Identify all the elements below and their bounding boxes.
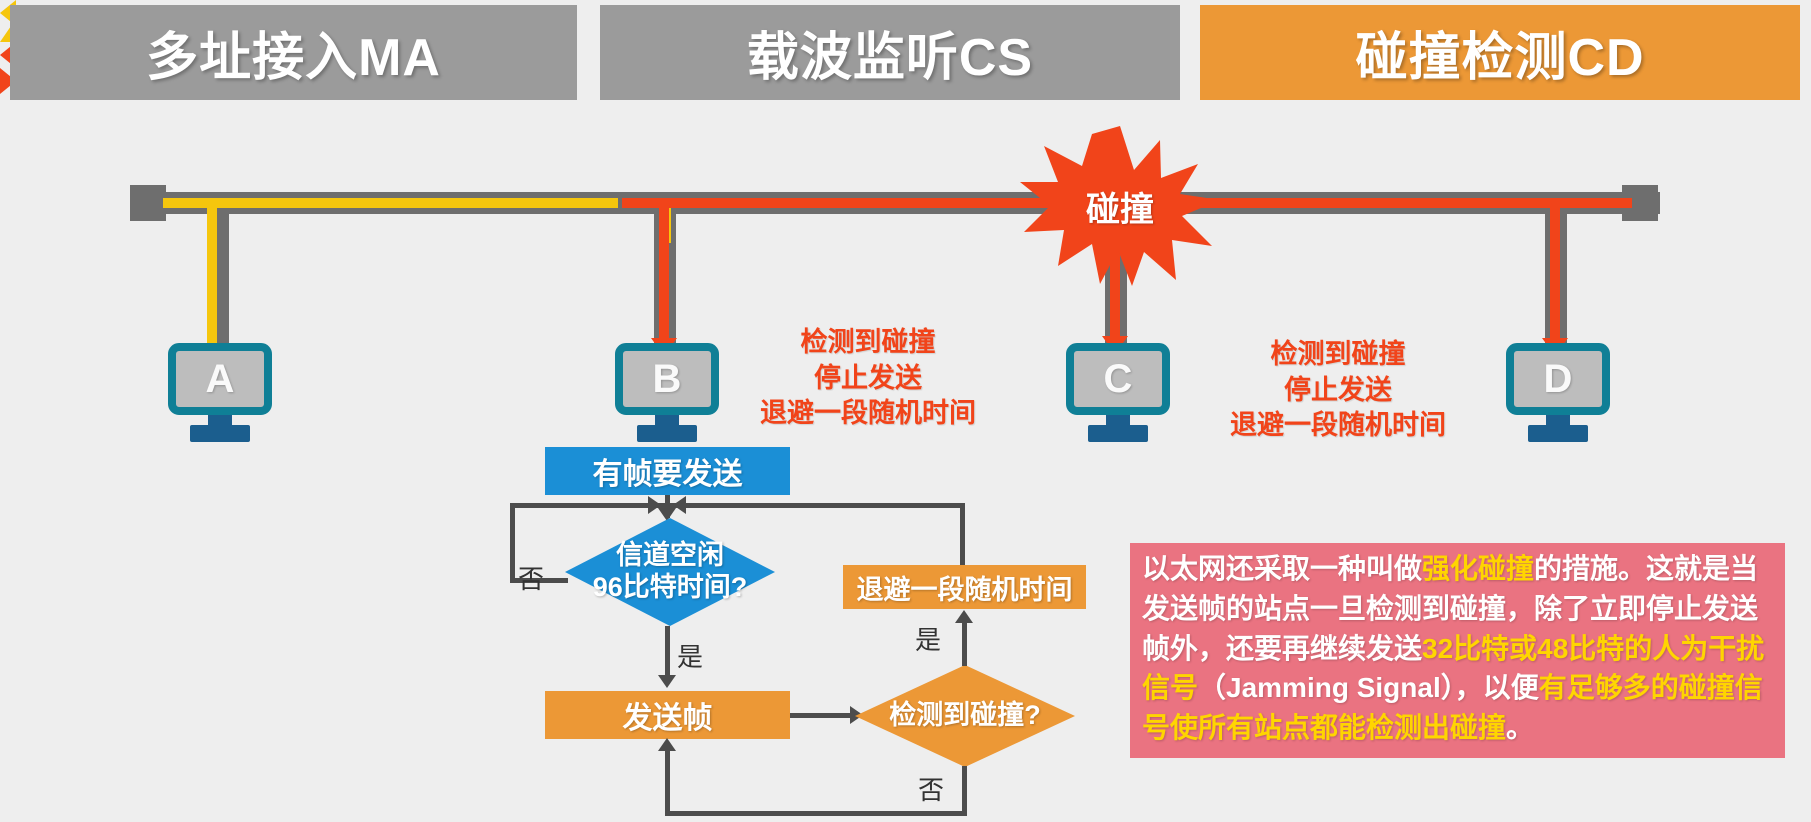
flow-arrow-sendframe-detect-icon [850, 706, 863, 724]
flow-edge-detect-no-v [962, 766, 967, 816]
flow-arrow-into-idle-icon [658, 508, 676, 521]
info-box: 以太网还采取一种叫做强化碰撞的措施。这就是当发送帧的站点一旦检测到碰撞，除了立即… [1130, 543, 1785, 758]
computer-d-neck [1546, 415, 1570, 427]
flow-label-detect-yes: 是 [915, 625, 942, 655]
info-seg-4: （Jamming Signal），以便 [1198, 672, 1539, 704]
flow-node-detect-collision[interactable]: 检测到碰撞? [855, 665, 1075, 767]
flow-edge-left-return-h [510, 503, 670, 508]
flow-node-channel-idle-text: 信道空闲 96比特时间? [565, 518, 775, 626]
collision-label: 碰撞 [1086, 190, 1154, 229]
flow-label-idle-yes: 是 [677, 642, 704, 672]
annotation-right-line1: 检测到碰撞 [1270, 339, 1406, 369]
red-signal-vertical-d [1550, 200, 1560, 342]
flow-arrow-left-return-icon [648, 496, 661, 514]
computer-b[interactable]: B [615, 343, 719, 443]
computer-d[interactable]: D [1506, 343, 1610, 443]
header-bar-cs: 载波监听CS [600, 5, 1180, 100]
computer-c-neck [1106, 415, 1130, 427]
flow-edge-detect-no-up [665, 748, 670, 813]
flow-node-detect-collision-text: 检测到碰撞? [855, 665, 1075, 767]
info-seg-0: 以太网还采取一种叫做 [1142, 553, 1423, 584]
red-signal-horizontal-left [622, 198, 1142, 208]
computer-c-base [1088, 425, 1148, 442]
flow-arrow-detect-no-icon [658, 738, 676, 751]
diamond-shape-icon [565, 518, 775, 626]
flow-node-send-frame[interactable]: 发送帧 [545, 691, 790, 739]
annotation-right: 检测到碰撞 停止发送 退避一段随机时间 [1230, 337, 1446, 444]
annotation-left-line2: 停止发送 [814, 362, 922, 393]
computer-d-screen: D [1506, 343, 1610, 415]
header-bar-cd: 碰撞检测CD [1200, 5, 1800, 100]
flow-arrow-right-return-icon [673, 496, 686, 514]
computer-b-base [637, 425, 697, 442]
diamond-shape-detect-icon [855, 665, 1075, 767]
info-seg-6: 。 [1506, 712, 1535, 743]
flow-node-send-frame-label: 发送帧 [622, 702, 713, 735]
computer-b-neck [655, 415, 679, 427]
info-seg-1: 强化碰撞 [1422, 553, 1535, 584]
flow-edge-left-return-v [510, 503, 515, 583]
annotation-right-line2: 停止发送 [1284, 374, 1392, 405]
flow-node-backoff-label: 退避一段随机时间 [856, 574, 1073, 605]
computer-b-screen: B [615, 343, 719, 415]
header-label-cd: 碰撞检测CD [1355, 29, 1645, 87]
flow-edge-detect-no-h [665, 811, 967, 816]
flow-node-channel-idle[interactable]: 信道空闲 96比特时间? [565, 518, 775, 626]
bus-terminator-left [130, 185, 166, 221]
flow-node-have-frame-label: 有帧要发送 [592, 458, 743, 491]
flow-node-channel-idle-line2: 96比特时间? [592, 572, 748, 602]
yellow-signal-vertical-a [207, 198, 217, 350]
info-seg-5: 有足够多的碰撞信号使所有站点都能检测出碰撞 [1142, 672, 1763, 743]
annotation-right-line3: 退避一段随机时间 [1230, 410, 1446, 441]
computer-a-screen: A [168, 343, 272, 415]
flow-edge-sendframe-detect [790, 713, 856, 718]
computer-a-base [190, 425, 250, 442]
red-signal-vertical-b [659, 200, 669, 342]
header-bar-ma: 多址接入MA [10, 5, 577, 100]
flow-node-detect-collision-label: 检测到碰撞? [889, 700, 1041, 731]
collision-starburst: 碰撞 [1020, 126, 1220, 286]
flow-label-idle-no: 否 [518, 564, 545, 594]
header-label-cs: 载波监听CS [746, 29, 1034, 87]
flow-edge-left-return-bottom [510, 578, 568, 583]
flow-arrow-idle-sendframe-icon [658, 675, 676, 688]
header-label-ma: 多址接入MA [146, 29, 441, 87]
flow-edge-right-return-v [960, 503, 965, 567]
computer-a-neck [208, 415, 232, 427]
flow-label-detect-no: 否 [918, 775, 945, 805]
flow-node-have-frame[interactable]: 有帧要发送 [545, 447, 790, 495]
flow-node-backoff[interactable]: 退避一段随机时间 [843, 565, 1086, 609]
flow-node-channel-idle-line1: 信道空闲 [616, 540, 724, 571]
computer-a[interactable]: A [168, 343, 272, 443]
yellow-signal-horizontal [163, 198, 618, 208]
red-signal-horizontal-right [1120, 198, 1632, 208]
flow-edge-idle-sendframe [665, 626, 670, 678]
info-seg-3: 32比特或48比特的人为干扰信号 [1142, 632, 1765, 704]
computer-d-base [1528, 425, 1588, 442]
computer-c-screen: C [1066, 343, 1170, 415]
flow-arrow-detect-backoff-icon [955, 610, 973, 623]
annotation-left-line3: 退避一段随机时间 [760, 398, 976, 429]
annotation-left: 检测到碰撞 停止发送 退避一段随机时间 [760, 325, 976, 432]
annotation-left-line1: 检测到碰撞 [800, 327, 936, 357]
info-seg-2: 的措施。这就是当发送帧的站点一旦检测到碰撞，除了立即停止发送帧外，还要再继续发送 [1142, 553, 1759, 664]
red-signal-vertical-c [1110, 200, 1120, 340]
flow-edge-right-return-h [668, 503, 965, 508]
flow-edge-detect-backoff [962, 620, 967, 666]
computer-c[interactable]: C [1066, 343, 1170, 443]
starburst-icon [1020, 126, 1220, 286]
